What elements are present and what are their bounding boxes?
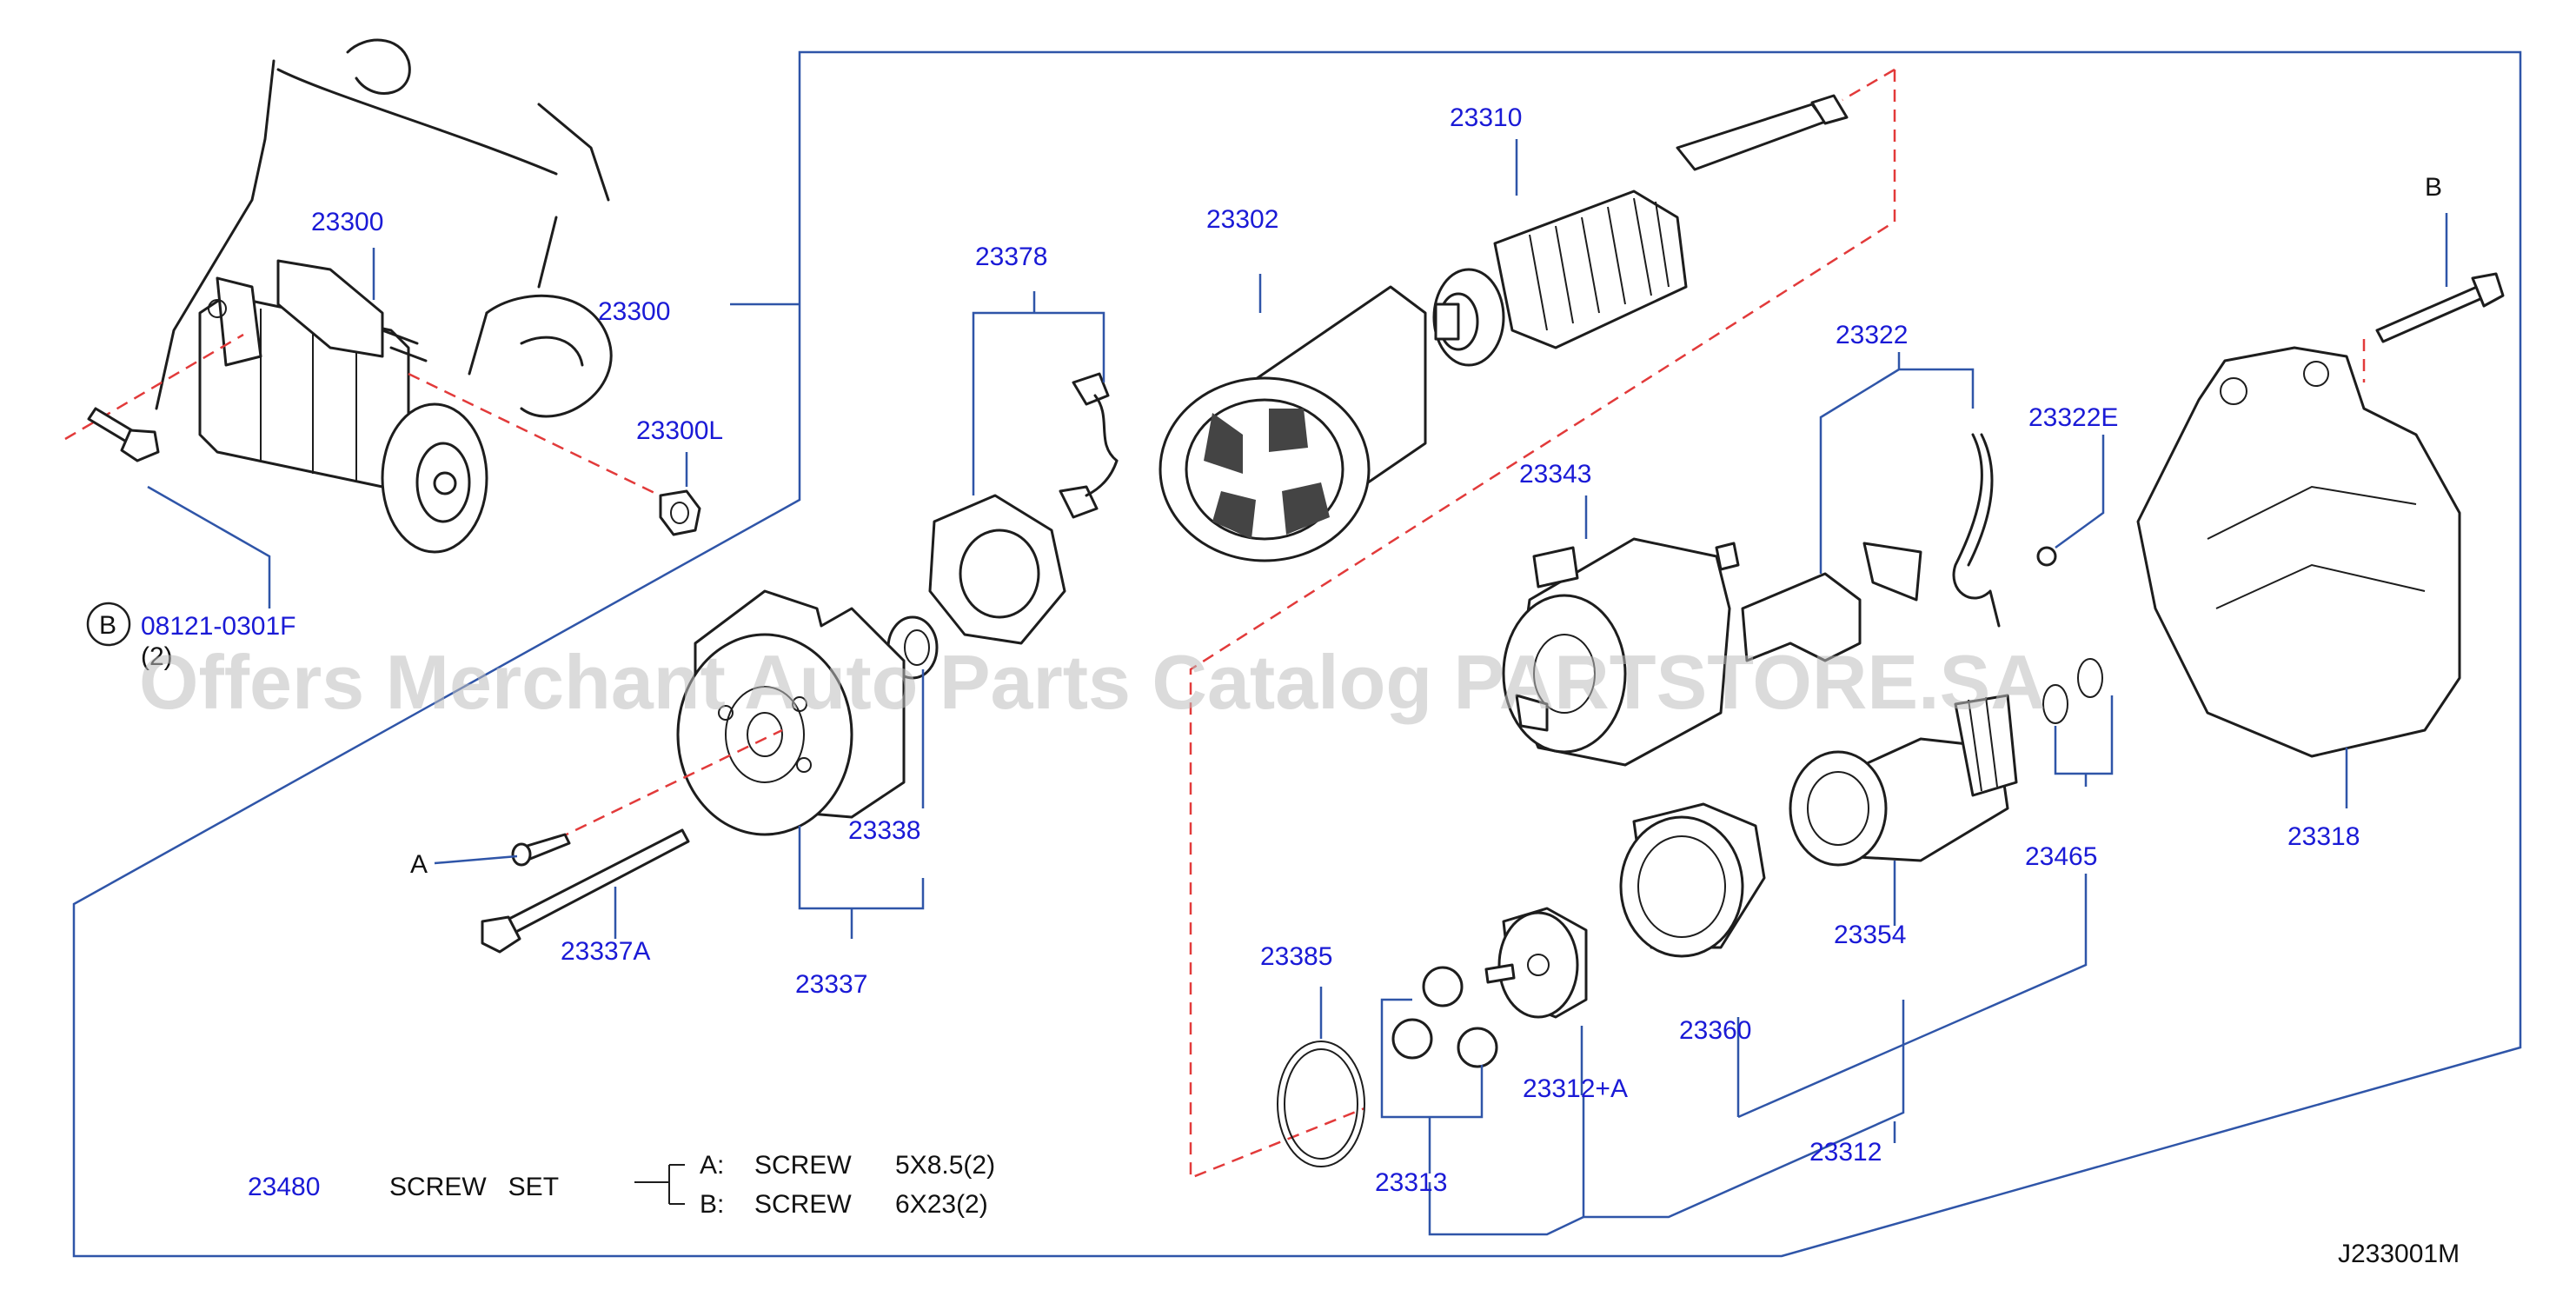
- starter-motor-inset: [198, 259, 488, 554]
- ring-set-drawing: [2042, 658, 2103, 724]
- engine-inset-drawing: [155, 38, 613, 418]
- mounting-bolt-drawing: [87, 407, 160, 462]
- leader-lines: [147, 139, 2448, 1236]
- nut-drawing: [659, 489, 701, 536]
- callout-clutch: 23354: [1834, 921, 1906, 949]
- screw-b-item: SCREW: [754, 1190, 852, 1219]
- screw-a-label: A:: [700, 1151, 724, 1180]
- lever-drawing: [1741, 433, 2001, 662]
- callout-rear-cover: 23337: [795, 970, 867, 999]
- planetary-subgroup-boundary: [1189, 70, 1896, 1180]
- screw-b-label: B:: [700, 1190, 724, 1219]
- brush-holder-drawing: [1502, 537, 1740, 767]
- callout-lever: 23322: [1836, 321, 1908, 349]
- watermark-text: Offers Merchant Auto Parts Catalog PARTS…: [139, 639, 2046, 725]
- screw-a-drawing: [511, 833, 571, 867]
- diagram-id: J233001M: [2338, 1240, 2460, 1268]
- gear-case-drawing: [2136, 346, 2461, 758]
- label-a: A: [410, 850, 428, 879]
- callout-ball: 23322E: [2028, 403, 2118, 432]
- planet-gears-drawing: [1391, 966, 1498, 1068]
- ball-drawing: [2036, 546, 2057, 567]
- svg-text:B: B: [99, 611, 116, 640]
- callout-yoke: 23302: [1206, 205, 1278, 234]
- rear-cover-drawing: [676, 589, 906, 836]
- bolt-b-drawing: [2375, 272, 2505, 343]
- callout-gear-shaft: 23312+A: [1523, 1074, 1628, 1103]
- callout-bolt-qty: (2): [141, 642, 173, 671]
- callout-planet-gear: 23313: [1375, 1168, 1447, 1197]
- brush-plate-drawing: [928, 494, 1066, 645]
- through-bolt-drawing: [481, 828, 690, 954]
- callout-planetary-set: 23312: [1809, 1138, 1882, 1167]
- callout-starter-assembly-group: 23300: [598, 297, 670, 326]
- screw-set-bracket: [634, 1164, 685, 1205]
- callout-ring-set: 23465: [2025, 842, 2097, 871]
- screw-set-legend: 23480 SCREW SET A: SCREW 5X8.5(2) B: SCR…: [248, 1151, 995, 1219]
- o-ring-drawing: [1277, 1041, 1365, 1167]
- screw-a-size: 5X8.5(2): [895, 1151, 995, 1180]
- callout-brush-set: 23378: [975, 243, 1047, 271]
- yoke-drawing: [1159, 285, 1427, 562]
- clutch-drawing: [1789, 694, 2018, 867]
- label-b: B: [2425, 173, 2442, 202]
- callout-bolt-number: 08121-0301F: [141, 612, 295, 641]
- callout-nut: 23300L: [636, 416, 723, 445]
- callout-internal-gear: 23360: [1679, 1016, 1751, 1045]
- screw-a-item: SCREW: [754, 1151, 852, 1180]
- callout-bearing: 23338: [848, 816, 920, 845]
- callout-through-bolt: 23337A: [561, 937, 650, 966]
- callout-gear-case: 23318: [2287, 822, 2360, 851]
- part-callouts: 23300 23300 23300L 08121-0301F (2) 23310…: [141, 103, 2442, 1197]
- screw-set-number: 23480: [248, 1173, 320, 1201]
- screw-b-size: 6X23(2): [895, 1190, 988, 1219]
- nut-axis-line: [408, 372, 679, 506]
- mounting-axis-line: [64, 333, 244, 441]
- brush-drawing: [1059, 372, 1119, 519]
- callout-armature: 23310: [1450, 103, 1522, 132]
- callout-brush-holder: 23343: [1519, 460, 1591, 489]
- internal-gear-drawing: [1619, 802, 1766, 958]
- screw-set-name: SCREW SET: [389, 1173, 559, 1201]
- armature-drawing: [1432, 94, 1849, 367]
- gear-shaft-drawing: [1484, 907, 1588, 1019]
- callout-o-ring: 23385: [1260, 942, 1332, 971]
- bolt-b-badge: B: [86, 602, 131, 647]
- callout-starter-assembly: 23300: [311, 208, 383, 236]
- group-boundary-line: [72, 50, 2522, 1258]
